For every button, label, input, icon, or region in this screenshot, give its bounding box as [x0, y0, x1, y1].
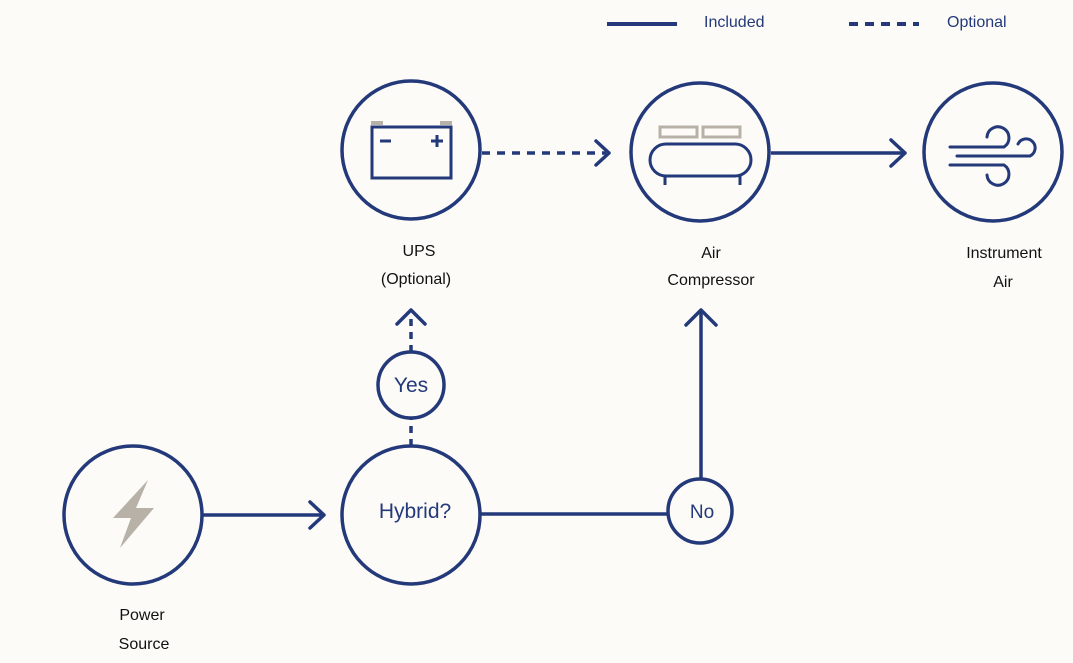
battery-icon: [370, 121, 453, 180]
hybrid-circle: [340, 444, 482, 586]
arrowhead-ups-to-compressor: [594, 139, 611, 167]
power-source-label-line2: Source: [119, 636, 170, 653]
wind-icon: [948, 125, 1037, 187]
instrument-air-label-line1: Instrument: [966, 245, 1042, 262]
ups-node: UPS (Optional): [340, 79, 482, 288]
arrowhead-power-to-hybrid: [308, 500, 326, 530]
arrowhead-yes-to-ups: [395, 308, 427, 326]
ups-circle: [340, 79, 482, 221]
yes-label: Yes: [394, 374, 428, 397]
yes-node: Yes: [376, 350, 446, 420]
legend: Included Optional: [607, 14, 1007, 31]
power-source-node: Power Source: [62, 444, 204, 653]
no-circle: [666, 477, 734, 545]
power-source-label-line1: Power: [119, 607, 165, 624]
air-compressor-icon: [648, 125, 753, 185]
connectors: [203, 138, 907, 530]
air-compressor-circle: [629, 81, 771, 223]
arrowhead-compressor-to-instrument-air: [889, 138, 907, 168]
air-compressor-node: Air Compressor: [629, 81, 771, 289]
instrument-air-node: Instrument Air: [922, 81, 1064, 291]
legend-included-label: Included: [704, 14, 765, 31]
legend-optional-label: Optional: [947, 14, 1007, 31]
lightning-bolt-icon: [113, 480, 154, 548]
ups-label-line1: UPS: [403, 243, 436, 260]
hybrid-label: Hybrid?: [379, 500, 451, 523]
no-label: No: [690, 502, 714, 523]
hybrid-decision-node: Hybrid?: [340, 444, 482, 586]
air-compressor-label-line2: Compressor: [667, 272, 755, 289]
air-compressor-label-line1: Air: [701, 245, 721, 262]
instrument-air-label-line2: Air: [993, 274, 1013, 291]
yes-circle: [376, 350, 446, 420]
no-node: No: [666, 477, 734, 545]
arrowhead-no-to-compressor: [684, 308, 718, 327]
instrument-air-circle: [922, 81, 1064, 223]
ups-label-line2: (Optional): [381, 271, 451, 288]
